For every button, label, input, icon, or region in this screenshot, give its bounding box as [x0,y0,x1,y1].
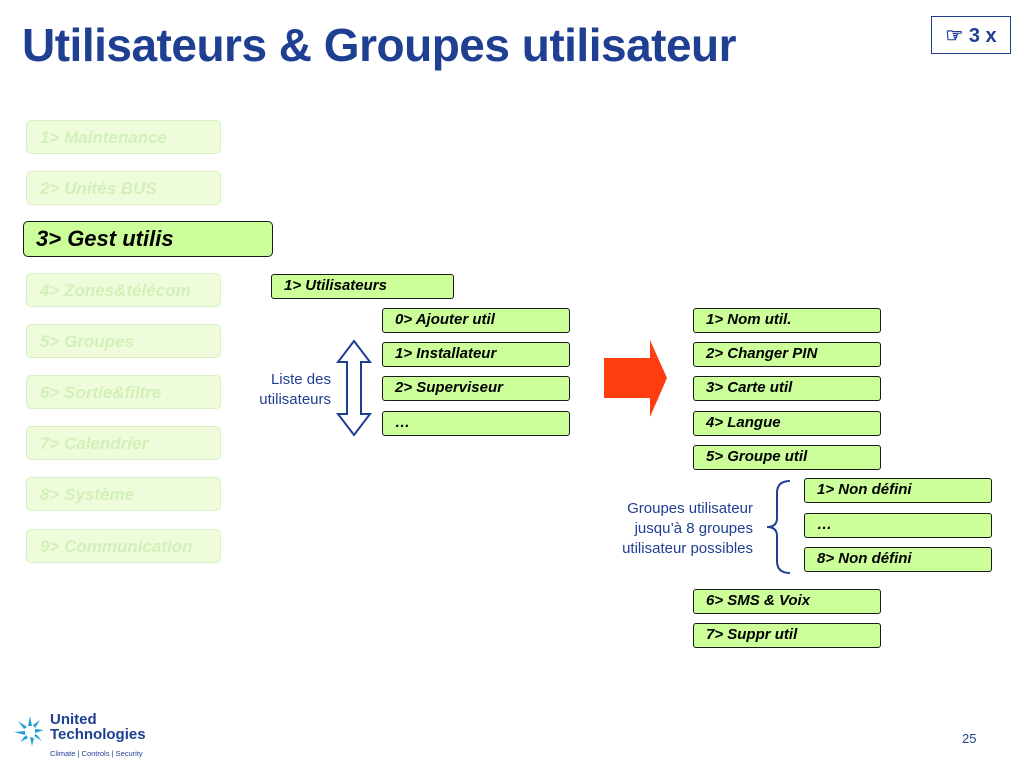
menu-item-zones-telecom[interactable]: 4> Zones&télécom [26,273,221,307]
logo-line1: United [50,711,97,728]
logo-line2: Technologies [50,726,146,743]
option-nom-util[interactable]: 1> Nom util. [693,308,881,333]
option-suppr-util[interactable]: 7> Suppr util [693,623,881,648]
right-arrow-icon [604,340,667,417]
group-item-more[interactable]: … [804,513,992,538]
groups-note-line1: Groupes utilisateur [627,500,753,517]
slide-title: Utilisateurs & Groupes utilisateur [22,19,737,71]
menu-item-unites-bus[interactable]: 2> Unités BUS [26,171,221,205]
menu-item-groupes[interactable]: 5> Groupes [26,324,221,358]
users-note-line2: utilisateurs [259,391,331,408]
menu-item-gest-utilis[interactable]: 3> Gest utilis [23,221,273,257]
option-sms-voix[interactable]: 6> SMS & Voix [693,589,881,614]
logo-tagline: Climate | Controls | Security [50,749,143,758]
user-item-superviseur[interactable]: 2> Superviseur [382,376,570,401]
double-arrow-icon [335,339,373,437]
menu-item-communication[interactable]: 9> Communication [26,529,221,563]
users-note-line1: Liste des [270,371,331,388]
page-number: 25 [962,731,977,746]
option-changer-pin[interactable]: 2> Changer PIN [693,342,881,367]
united-technologies-logo-icon [14,716,44,746]
groups-note-line3: utilisateur possibles [622,540,753,557]
user-item-more[interactable]: … [382,411,570,436]
group-item-8[interactable]: 8> Non défini [804,547,992,572]
option-groupe-util[interactable]: 5> Groupe util [693,445,881,470]
menu-item-sortie-filtre[interactable]: 6> Sortie&filtre [26,375,221,409]
curly-brace-icon [766,480,791,574]
menu-item-systeme[interactable]: 8> Système [26,477,221,511]
option-carte-util[interactable]: 3> Carte util [693,376,881,401]
user-item-installateur[interactable]: 1> Installateur [382,342,570,367]
submenu-utilisateurs[interactable]: 1> Utilisateurs [271,274,454,299]
user-item-ajouter[interactable]: 0> Ajouter util [382,308,570,333]
repeat-badge: ☞ 3 x [931,16,1011,54]
menu-item-calendrier[interactable]: 7> Calendrier [26,426,221,460]
group-item-1[interactable]: 1> Non défini [804,478,992,503]
groups-note-line2: jusqu’à 8 groupes [634,520,753,537]
option-langue[interactable]: 4> Langue [693,411,881,436]
menu-item-maintenance[interactable]: 1> Maintenance [26,120,221,154]
groups-note: Groupes utilisateur jusqu’à 8 groupes ut… [588,499,753,559]
users-note: Liste des utilisateurs [236,370,331,410]
